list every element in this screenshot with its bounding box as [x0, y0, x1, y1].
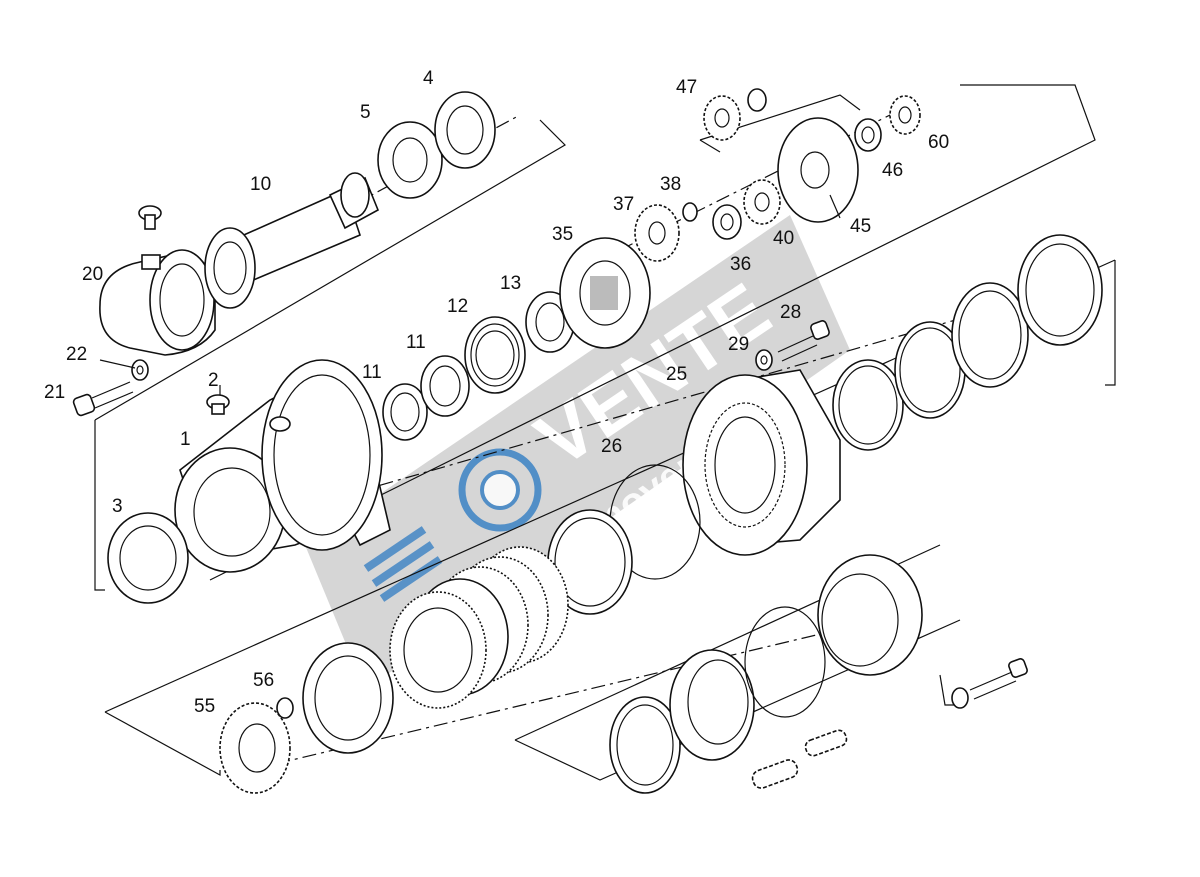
callout-10: 10	[250, 174, 271, 195]
part-2-plug	[206, 394, 230, 415]
callout-20: 20	[82, 264, 103, 285]
part-25-ring-gear	[682, 369, 841, 556]
part-lower-springs	[751, 729, 848, 789]
callout-37: 37	[613, 194, 634, 215]
callout-11a: 11	[362, 362, 382, 383]
callout-29: 29	[728, 334, 749, 355]
callout-4: 4	[423, 68, 434, 89]
part-35-carrier	[559, 237, 651, 349]
callout-21: 21	[44, 382, 65, 403]
part-28-bolt	[777, 320, 830, 362]
part-37-gear	[634, 204, 680, 262]
callout-3: 3	[112, 496, 123, 517]
callout-60: 60	[928, 132, 949, 153]
callout-26: 26	[601, 436, 622, 457]
callout-labels: 4 5 10 20 22 21 2 1 3 11 11 12 13 35 37 …	[44, 68, 949, 717]
part-snap-ring	[832, 359, 904, 451]
part-47-gear	[703, 88, 767, 141]
part-1-hub	[174, 359, 391, 573]
frame-lower-right-b	[514, 619, 961, 781]
callout-1: 1	[180, 429, 191, 450]
part-5-washer	[377, 121, 443, 199]
leader-lines	[99, 194, 841, 395]
part-ring-r3	[1017, 234, 1103, 346]
part-60-gear	[889, 95, 921, 135]
part-55-gear	[219, 702, 291, 794]
callout-40: 40	[773, 228, 794, 249]
frame-right-side	[1105, 260, 1116, 386]
callout-47: 47	[676, 77, 697, 98]
part-38-ring	[682, 202, 698, 222]
part-21-bolt	[72, 381, 134, 417]
part-11a-ring	[382, 383, 428, 441]
callout-46: 46	[882, 160, 903, 181]
callout-56: 56	[253, 670, 274, 691]
callout-38: 38	[660, 174, 681, 195]
part-pressure-plate	[302, 642, 394, 754]
frame-upper-right	[209, 84, 1096, 581]
callout-12: 12	[447, 296, 468, 317]
part-29-washer	[755, 349, 773, 371]
watermark-logo-core	[480, 470, 520, 510]
callout-55: 55	[194, 696, 215, 717]
callout-28: 28	[780, 302, 801, 323]
part-22-washer	[131, 359, 149, 381]
callout-36: 36	[730, 254, 751, 275]
part-56-ring	[276, 697, 294, 719]
part-lower-ring-1	[609, 696, 681, 794]
callout-11b: 11	[406, 332, 426, 353]
frame-gear-47	[699, 94, 861, 141]
part-ring-r1	[894, 321, 966, 419]
part-11b-ring	[420, 355, 470, 417]
callout-5: 5	[360, 102, 371, 123]
callout-22: 22	[66, 344, 87, 365]
callout-13: 13	[500, 273, 521, 294]
part-lower-bolt	[951, 658, 1028, 709]
callout-45: 45	[850, 216, 871, 237]
frame-gear-47-b	[699, 139, 721, 153]
part-20-screw	[138, 205, 162, 230]
frame-bolt-bracket	[939, 674, 955, 706]
clutch-disc-pack	[389, 546, 569, 709]
part-lower-piston	[669, 649, 755, 761]
part-46-ring	[854, 118, 882, 152]
part-40-gear	[743, 179, 781, 225]
part-10-shaft	[204, 172, 380, 309]
watermark-logo-ring	[458, 448, 542, 532]
part-3-seal	[107, 512, 189, 604]
part-brake-housing	[817, 554, 923, 676]
callout-25: 25	[666, 364, 687, 385]
part-45-plate	[777, 117, 859, 223]
frame-shaft-top	[94, 119, 566, 421]
part-36-washer	[712, 204, 742, 240]
part-lower-oring	[744, 606, 826, 718]
part-12-bearing	[464, 316, 526, 394]
callout-35: 35	[552, 224, 573, 245]
watermark-band	[305, 215, 850, 690]
part-20-cover	[99, 249, 216, 356]
callout-2: 2	[208, 370, 219, 391]
part-4-washer	[434, 91, 496, 169]
frame-shaft-group	[94, 420, 105, 591]
frame-lower-left	[104, 711, 221, 777]
part-ring-r2	[951, 282, 1029, 388]
